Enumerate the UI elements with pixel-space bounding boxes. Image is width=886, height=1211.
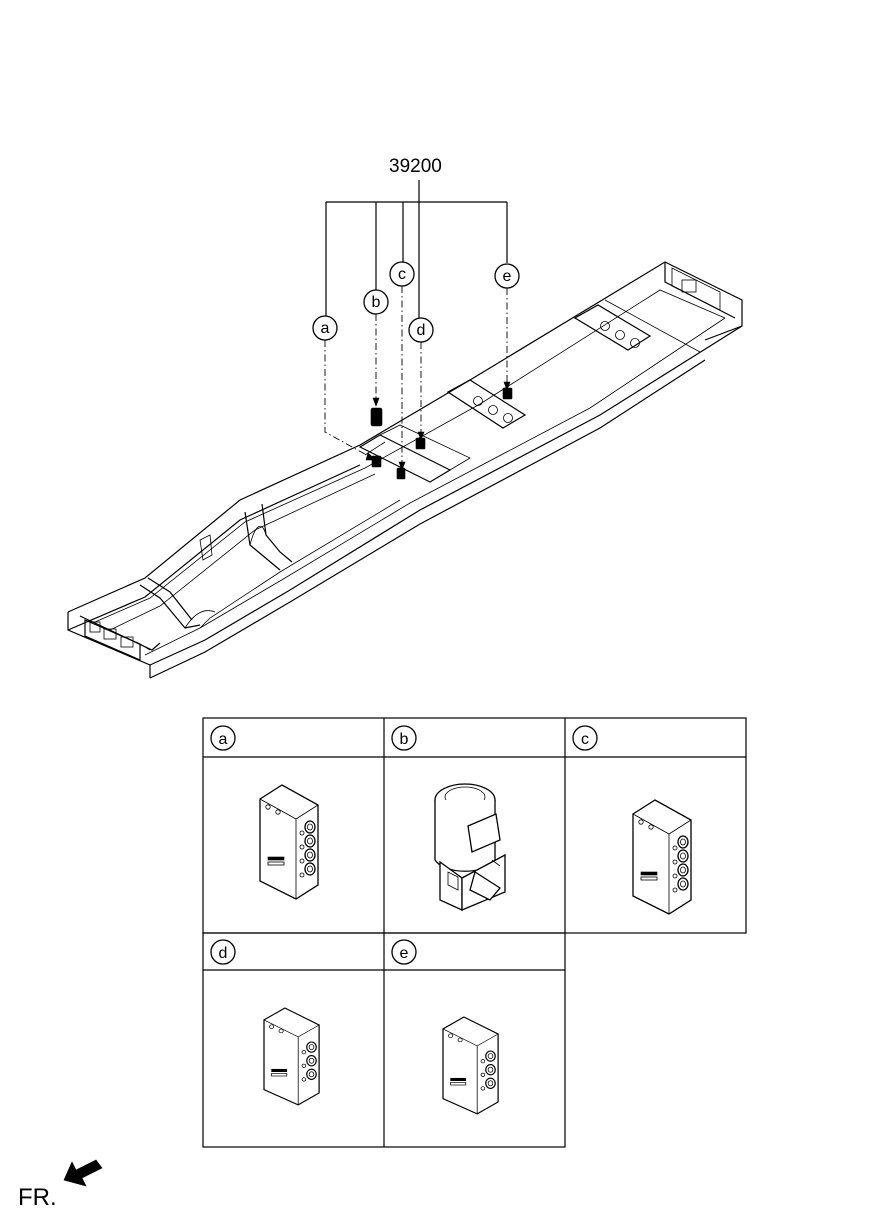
installed-parts — [370, 387, 513, 480]
table-callout-c[interactable]: c — [572, 725, 598, 751]
part-e-illustration[interactable] — [442, 1016, 499, 1115]
callout-a[interactable]: a — [312, 315, 338, 341]
parts-table — [202, 717, 747, 1148]
front-direction-indicator: FR. — [18, 1159, 103, 1211]
svg-text:c: c — [398, 266, 406, 283]
leader-bracket — [325, 180, 508, 318]
svg-text:d: d — [219, 945, 228, 962]
callout-e[interactable]: e — [494, 263, 520, 289]
callout-c[interactable]: c — [389, 261, 415, 287]
svg-text:b: b — [372, 294, 381, 311]
table-callout-d[interactable]: d — [210, 939, 236, 965]
svg-text:c: c — [581, 731, 589, 748]
part-number-label[interactable]: 39200 — [389, 156, 442, 177]
svg-text:e: e — [400, 945, 409, 962]
table-callout-a[interactable]: a — [210, 725, 236, 751]
svg-text:a: a — [321, 320, 330, 337]
part-b-illustration[interactable] — [434, 783, 506, 912]
svg-text:d: d — [417, 322, 426, 339]
front-arrow-icon — [63, 1159, 103, 1187]
part-a-illustration[interactable] — [259, 784, 319, 900]
callout-d[interactable]: d — [408, 317, 434, 343]
svg-text:b: b — [400, 731, 409, 748]
vehicle-frame — [67, 261, 743, 679]
svg-text:e: e — [503, 268, 512, 285]
front-label: FR. — [18, 1184, 57, 1211]
svg-text:a: a — [219, 731, 228, 748]
callout-b[interactable]: b — [363, 289, 389, 315]
table-callout-b[interactable]: b — [391, 725, 417, 751]
part-d-illustration[interactable] — [263, 1007, 320, 1106]
table-callout-e[interactable]: e — [391, 939, 417, 965]
part-c-illustration[interactable] — [632, 799, 692, 915]
